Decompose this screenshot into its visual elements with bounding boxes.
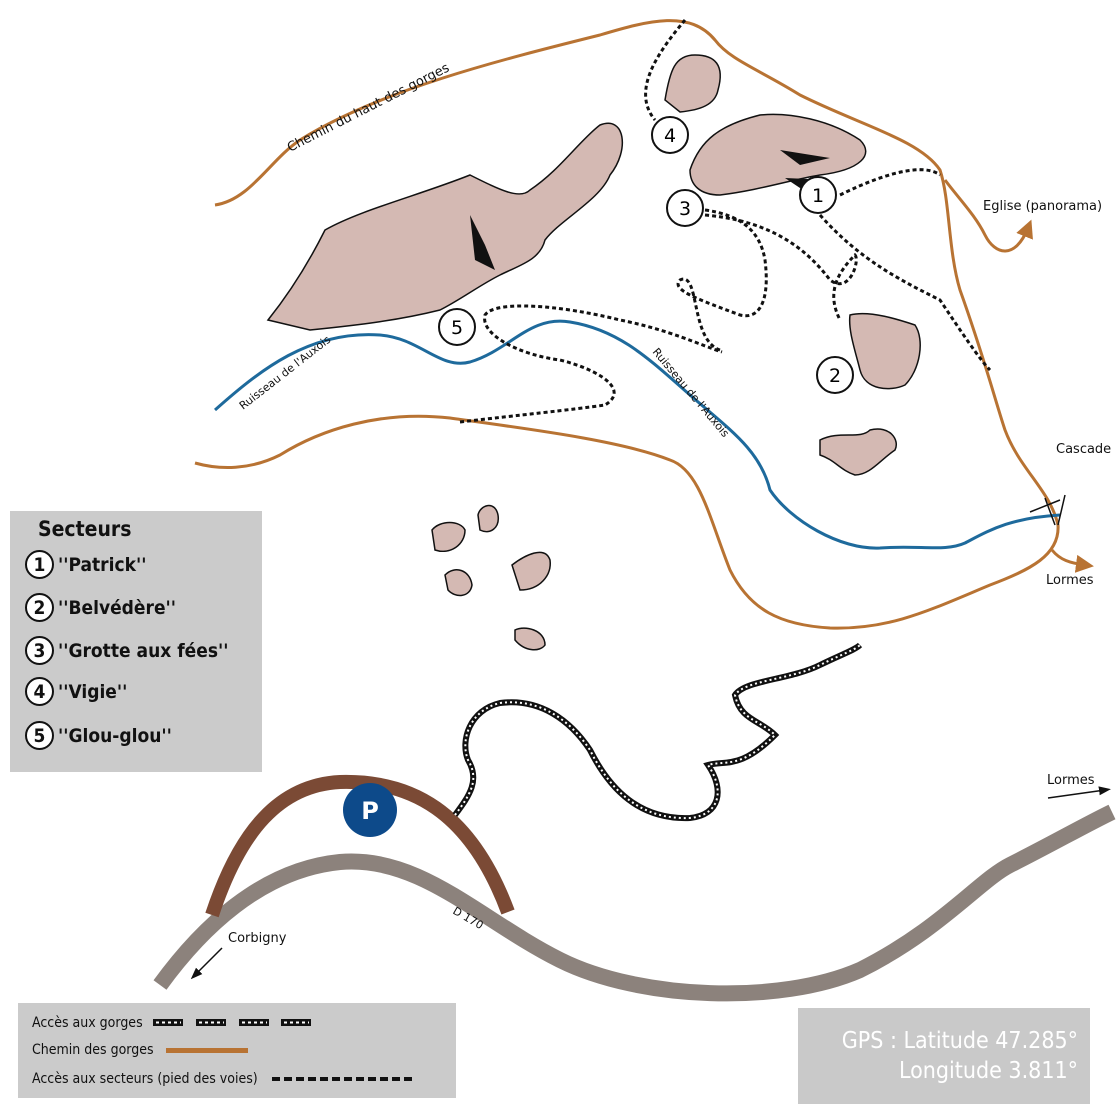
sector-number: 2: [25, 593, 54, 622]
lormes-arrow-icon: [1047, 786, 1111, 799]
sectors-title: Secteurs: [38, 517, 132, 541]
sector-name: ''Grotte aux fées'': [58, 639, 229, 662]
sector-access-paths: [459, 19, 992, 424]
sector-name: ''Patrick'': [58, 553, 147, 576]
lormes-label-1: Lormes: [1046, 573, 1094, 588]
gps-longitude: Longitude 3.811°: [898, 1058, 1078, 1084]
legend-label: Accès aux gorges: [32, 1015, 143, 1031]
eglise-label: Eglise (panorama): [983, 199, 1102, 214]
sectors-panel: Secteurs 1''Patrick'' 2''Belvédère'' 3''…: [10, 511, 262, 772]
legend-label: Accès aux secteurs (pied des voies): [32, 1071, 258, 1087]
access-gorges-dots: [454, 644, 861, 820]
access-secteurs-swatch: [271, 1077, 412, 1081]
gps-latitude: GPS : Latitude 47.285°: [841, 1028, 1078, 1054]
lormes-label-2: Lormes: [1047, 773, 1095, 788]
road-d170: [153, 804, 1116, 1002]
river: [214, 319, 1061, 550]
corbigny-label: Corbigny: [228, 931, 287, 946]
sector-item: 2''Belvédère'': [25, 593, 176, 622]
sector-number: 1: [25, 550, 54, 579]
svg-text:3: 3: [679, 198, 691, 220]
gps-panel: GPS : Latitude 47.285° Longitude 3.811°: [798, 1008, 1090, 1104]
chemin-paths: [194, 19, 1094, 630]
cascade-label: Cascade: [1056, 442, 1111, 457]
cascade-mark: [1029, 494, 1066, 526]
chemin-swatch: [165, 1047, 248, 1053]
sector-item: 4''Vigie'': [25, 677, 127, 706]
svg-text:4: 4: [664, 125, 676, 147]
river-label-1: Ruisseau de l'Auxois: [237, 333, 334, 412]
access-gorges-path: [452, 642, 863, 822]
parking-label: P: [361, 797, 379, 825]
sector-markers[interactable]: 1 2 3 4 5: [438, 116, 854, 394]
sector-item: 1''Patrick'': [25, 550, 146, 579]
sector-item: 5''Glou-glou'': [25, 721, 172, 750]
parking-marker[interactable]: [343, 783, 397, 837]
legend-chemin: Chemin des gorges: [32, 1042, 248, 1058]
sector-number: 4: [25, 677, 54, 706]
access-gorges-swatch: [152, 1019, 311, 1026]
sector-name: ''Glou-glou'': [58, 724, 172, 747]
chemin-haut-label: Chemin du haut des gorges: [285, 60, 452, 155]
legend-access-gorges: Accès aux gorges: [32, 1015, 313, 1031]
sector-number: 5: [25, 721, 54, 750]
river-label-2: Ruisseau de l'Auxois: [650, 346, 732, 440]
sector-name: ''Vigie'': [58, 680, 128, 703]
svg-text:5: 5: [451, 317, 463, 339]
legend-access-secteurs: Accès aux secteurs (pied des voies): [32, 1071, 412, 1087]
legend-label: Chemin des gorges: [32, 1042, 154, 1058]
parking-road: [205, 774, 515, 918]
sector-number: 3: [25, 636, 54, 665]
svg-text:2: 2: [829, 365, 841, 387]
sector-name: ''Belvédère'': [58, 596, 177, 619]
corbigny-arrow-icon: [190, 947, 223, 980]
rock-formations: [266, 54, 921, 651]
legend-panel: Accès aux gorges Chemin des gorges Accès…: [18, 1003, 456, 1098]
svg-text:1: 1: [812, 185, 824, 207]
sector-item: 3''Grotte aux fées'': [25, 636, 229, 665]
